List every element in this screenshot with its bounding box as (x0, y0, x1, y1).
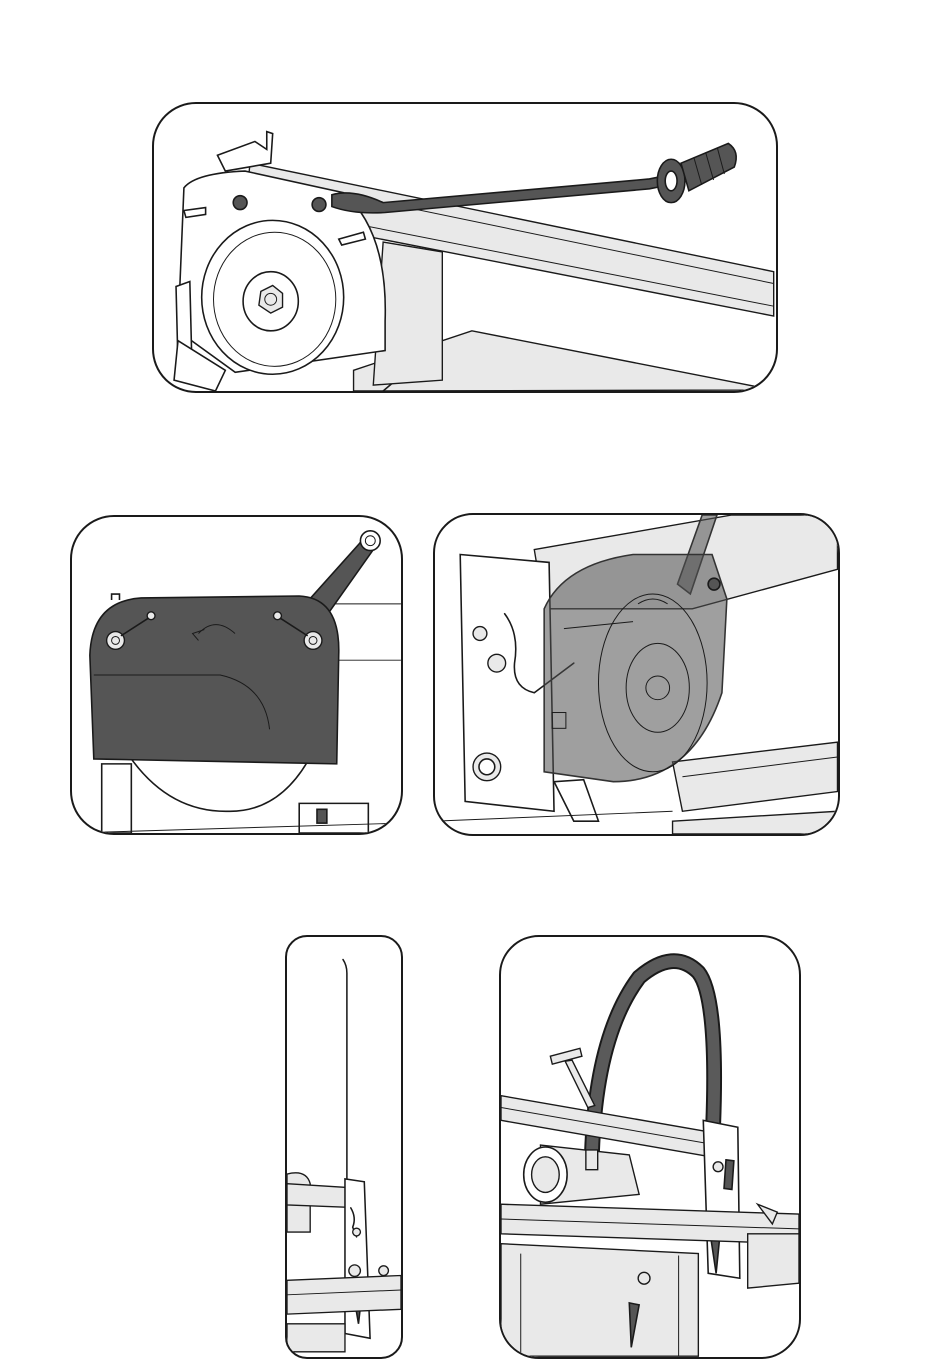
hose-arc-assembly-icon (501, 937, 799, 1357)
blade-guard-front-icon (72, 517, 401, 833)
figure-2-blade-guard-front (70, 515, 403, 835)
figure-1-saw-blade-handle (152, 102, 778, 393)
figure-3-blade-guard-side (433, 513, 840, 836)
figure-4-rod-side-view (285, 935, 403, 1359)
figure-5-hose-arc-assembly (499, 935, 801, 1359)
blade-guard-side-icon (435, 515, 838, 834)
saw-blade-with-handle-icon (154, 104, 776, 391)
rod-side-view-icon (287, 937, 401, 1357)
